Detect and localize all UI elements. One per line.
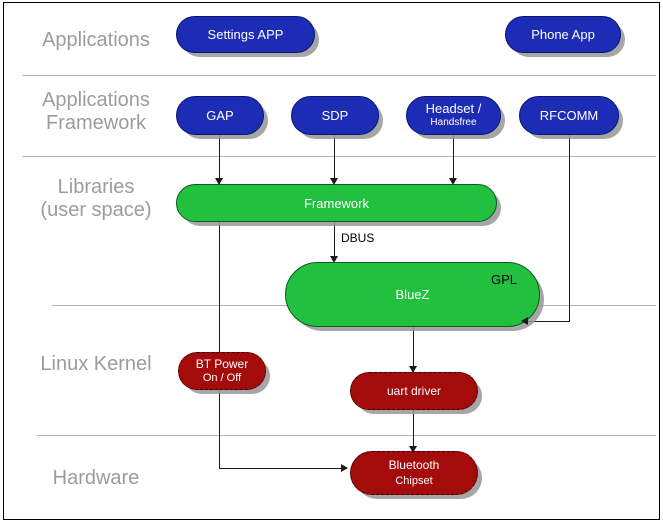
layer-label-hardware: Hardware — [52, 467, 140, 489]
node-bluez-label: BlueZ — [395, 287, 430, 302]
connector-framework-to-bluez — [334, 222, 335, 259]
node-gap-label: GAP — [206, 108, 234, 123]
arrowhead-headset-to-framework — [449, 178, 457, 185]
node-framework-label: Framework — [303, 195, 369, 211]
node-rfcomm-label: RFCOMM — [539, 108, 599, 123]
arrowhead-gap-to-chipset — [341, 464, 348, 472]
node-settings-app[interactable]: Settings APP — [176, 16, 315, 53]
node-uart-driver[interactable]: uart driver — [350, 372, 478, 410]
connector-gap-to-chipset-horizontal — [219, 468, 347, 469]
node-bluetooth-chipset-label-line2: Chipset — [395, 475, 433, 487]
node-framework[interactable]: Framework — [176, 184, 497, 222]
layer-label-applications: Applications — [42, 29, 150, 51]
divider-kernel — [37, 435, 656, 436]
layer-label-applications-framework: Applications Framework — [42, 89, 150, 134]
layer-label-linux-kernel: Linux Kernel — [40, 353, 152, 375]
node-bt-power-label-line2: On / Off — [202, 372, 242, 384]
node-headset-handsfree-label-line2: Handsfree — [430, 116, 477, 128]
node-headset-handsfree-label-line1: Headset / — [425, 100, 482, 116]
divider-framework — [22, 156, 656, 157]
arrowhead-gap-to-framework — [215, 178, 223, 185]
node-bt-power-label-line1: BT Power — [195, 357, 249, 371]
connector-bluez-to-uart — [413, 327, 414, 371]
node-settings-app-label: Settings APP — [207, 27, 284, 42]
node-uart-driver-label: uart driver — [386, 384, 442, 398]
connector-rfcomm-horizontal — [527, 321, 570, 322]
node-rfcomm[interactable]: RFCOMM — [519, 96, 619, 135]
connector-uart-to-chipset — [413, 410, 414, 452]
node-phone-app-label: Phone App — [531, 27, 595, 42]
arrowhead-bluez-to-uart — [409, 366, 417, 373]
node-sdp[interactable]: SDP — [291, 96, 379, 135]
connector-gap-to-framework — [219, 135, 220, 180]
node-bluez[interactable]: BlueZ GPL — [285, 262, 540, 327]
arrowhead-rfcomm-to-bluez — [521, 317, 528, 325]
node-bluetooth-chipset[interactable]: Bluetooth Chipset — [350, 451, 478, 495]
node-sdp-label: SDP — [321, 108, 349, 123]
edge-label-dbus: DBUS — [340, 231, 376, 245]
node-bluez-gpl-badge: GPL — [490, 272, 517, 287]
arrowhead-framework-to-bluez — [330, 256, 338, 263]
connector-rfcomm-vertical — [569, 135, 570, 321]
node-bt-power[interactable]: BT Power On / Off — [178, 352, 266, 390]
connector-sdp-to-framework — [334, 135, 335, 182]
divider-applications — [22, 75, 656, 76]
layer-label-libraries: Libraries (user space) — [40, 176, 152, 221]
node-bluetooth-chipset-label-line1: Bluetooth — [388, 458, 440, 472]
arrowhead-sdp-to-framework — [330, 178, 338, 185]
node-phone-app[interactable]: Phone App — [505, 16, 621, 53]
arrowhead-uart-to-chipset — [409, 446, 417, 453]
node-gap[interactable]: GAP — [176, 96, 264, 135]
connector-headset-to-framework — [453, 135, 454, 182]
connector-gap-to-chipset-vertical — [219, 135, 220, 468]
node-headset-handsfree[interactable]: Headset / Handsfree — [406, 96, 501, 135]
